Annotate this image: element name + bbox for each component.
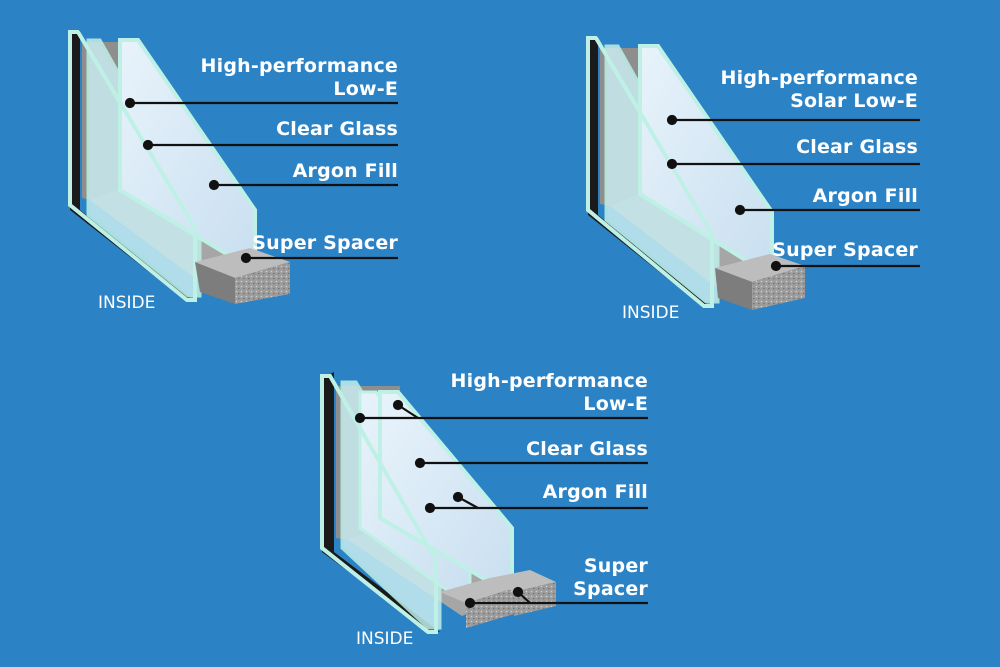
double-pane-window-right (586, 36, 805, 310)
label-clear-glass: Clear Glass (796, 136, 918, 158)
leader-dot (142, 139, 154, 151)
leader-dot (354, 412, 366, 424)
label-low-e: High-performance Low-E (451, 370, 648, 416)
label-clear-glass: Clear Glass (276, 118, 398, 140)
spacer-a-end (466, 588, 514, 628)
label-super-spacer: Super Spacer (252, 232, 398, 254)
spacer-end (235, 262, 290, 304)
label-argon-fill: Argon Fill (292, 160, 398, 182)
leader-dot (512, 586, 524, 598)
front-glass-edge (68, 30, 197, 302)
leader-dot (424, 502, 436, 514)
front-glass-edge (586, 36, 714, 308)
label-clear-glass: Clear Glass (526, 438, 648, 460)
label-super-spacer-line1: Super (583, 555, 648, 577)
double-pane-window-left (68, 30, 290, 304)
label-argon-fill: Argon Fill (812, 185, 918, 207)
leader-dot (414, 457, 426, 469)
label-super-spacer: Super Spacer (573, 555, 648, 601)
leader-dot (666, 158, 678, 170)
spacer-side (195, 262, 235, 304)
label-super-spacer: Super Spacer (772, 239, 918, 261)
leader-dot (240, 252, 252, 264)
label-solar-low-e-line2: Solar Low-E (790, 90, 918, 112)
spacer-end (752, 266, 805, 310)
label-low-e-line1: High-performance (450, 370, 648, 392)
label-solar-low-e-line1: High-performance (720, 67, 918, 89)
leader-dot (464, 597, 476, 609)
front-glass-edge (320, 374, 438, 634)
spacer-side (715, 268, 752, 310)
leader-lines (124, 97, 920, 609)
frame-dark-edge (322, 372, 440, 632)
label-low-e-line2: Low-E (333, 78, 398, 100)
label-inside: INSIDE (622, 303, 680, 323)
triple-pane-window (320, 372, 556, 634)
label-low-e-line2: Low-E (583, 393, 648, 415)
spacer-a-top (440, 578, 514, 603)
leader-dot (452, 491, 464, 503)
leader-dot (734, 204, 746, 216)
leader-dot (666, 114, 678, 126)
spacer-b-end (514, 582, 556, 616)
spacer-top (715, 254, 805, 282)
label-inside: INSIDE (356, 629, 414, 649)
label-low-e-line1: High-performance (200, 55, 398, 77)
label-solar-low-e: High-performance Solar Low-E (721, 67, 918, 113)
spacer-top (195, 248, 290, 278)
label-inside: INSIDE (98, 293, 156, 313)
frame-dark-edge (70, 30, 195, 302)
label-low-e: High-performance Low-E (201, 55, 398, 101)
spacer-b-top (490, 570, 556, 592)
leader-dot (124, 97, 136, 109)
label-argon-fill: Argon Fill (542, 481, 648, 503)
leader-dot (770, 260, 782, 272)
label-super-spacer-line2: Spacer (573, 578, 648, 600)
leader-dot (392, 399, 404, 411)
leader-dot (208, 179, 220, 191)
